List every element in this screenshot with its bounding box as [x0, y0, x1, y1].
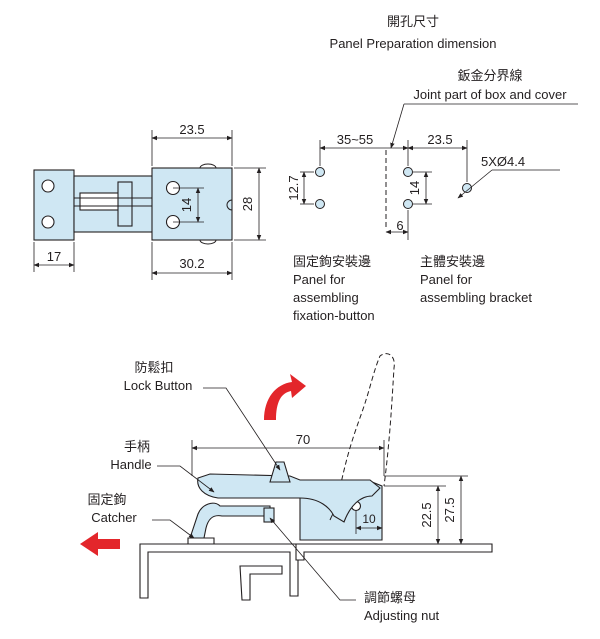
cover-panel: [139, 543, 299, 599]
left-panel-label-cn: 固定鉤安裝邊: [293, 255, 371, 270]
top-dim-28: 28: [240, 197, 255, 211]
right-panel-label-en-1: Panel for: [420, 272, 473, 287]
side-dim-27-5: 27.5: [442, 497, 457, 522]
prep-dim-14: 14: [407, 181, 422, 195]
prep-hole-far-right: [462, 183, 472, 193]
prep-dim-6: 6: [396, 218, 403, 233]
panel-prep-title-cn: 開孔尺寸: [387, 15, 439, 30]
side-dim-22-5: 22.5: [419, 502, 434, 527]
lock-button: [269, 461, 291, 483]
prep-hole-right-bottom: [403, 199, 413, 209]
left-panel-label-en-2: assembling: [293, 290, 359, 305]
prep-dim-23-5: 23.5: [427, 132, 452, 147]
nut-label-en: Adjusting nut: [364, 608, 440, 623]
handle-label-cn: 手柄: [124, 440, 150, 455]
rotate-arrow-icon: [264, 374, 306, 420]
prep-dim-35-55: 35~55: [337, 132, 374, 147]
lock-button-label-cn: 防鬆扣: [134, 360, 173, 376]
right-panel-label-en-2: assembling bracket: [420, 290, 532, 305]
top-view-drawing: 23.5 14 28 17 30.2: [33, 122, 266, 280]
panel-prep-title-en: Panel Preparation dimension: [330, 36, 497, 51]
main-bracket-body: [151, 167, 233, 241]
top-dim-23-5: 23.5: [179, 122, 204, 137]
side-dim-10: 10: [362, 512, 376, 526]
joint-label-cn: 鈑金分界線: [457, 68, 522, 84]
left-panel-label-en-1: Panel for: [293, 272, 346, 287]
top-dim-14: 14: [179, 198, 194, 212]
catcher-hole-bottom: [41, 215, 55, 229]
catcher-label-cn: 固定鉤: [87, 493, 126, 508]
handle: [197, 473, 381, 523]
prep-dim-holes: 5XØ4.4: [481, 154, 525, 169]
prep-hole-left-top: [315, 167, 325, 177]
top-dim-30-2: 30.2: [179, 256, 204, 271]
panel-preparation-drawing: 開孔尺寸 Panel Preparation dimension 鈑金分界線 J…: [286, 15, 578, 323]
lock-button-label-en: Lock Button: [124, 378, 193, 393]
prep-dim-12-7: 12.7: [286, 175, 301, 200]
handle-label-en: Handle: [110, 457, 151, 472]
joint-label-en: Joint part of box and cover: [413, 87, 567, 102]
top-dim-17: 17: [47, 249, 61, 264]
left-panel-label-en-3: fixation-button: [293, 308, 375, 323]
adjusting-nut: [263, 507, 275, 523]
catcher-plate: [33, 169, 75, 241]
nut-label-cn: 調節螺母: [364, 591, 416, 606]
prep-hole-left-bottom: [315, 199, 325, 209]
catcher-label-en: Catcher: [91, 510, 137, 525]
catcher-hook: [189, 502, 271, 539]
right-panel-label-cn: 主體安裝邊: [420, 255, 485, 270]
box-panel: [295, 543, 493, 561]
open-handle-outline: [339, 353, 395, 489]
catcher-hole-top: [41, 179, 55, 193]
left-arrow-icon: [80, 532, 120, 556]
side-view-drawing: 70 10 22.5 27.5 防鬆扣 Lock Button 手柄 Handl…: [80, 353, 493, 623]
side-dim-70: 70: [296, 432, 310, 447]
prep-hole-right-top: [403, 167, 413, 177]
